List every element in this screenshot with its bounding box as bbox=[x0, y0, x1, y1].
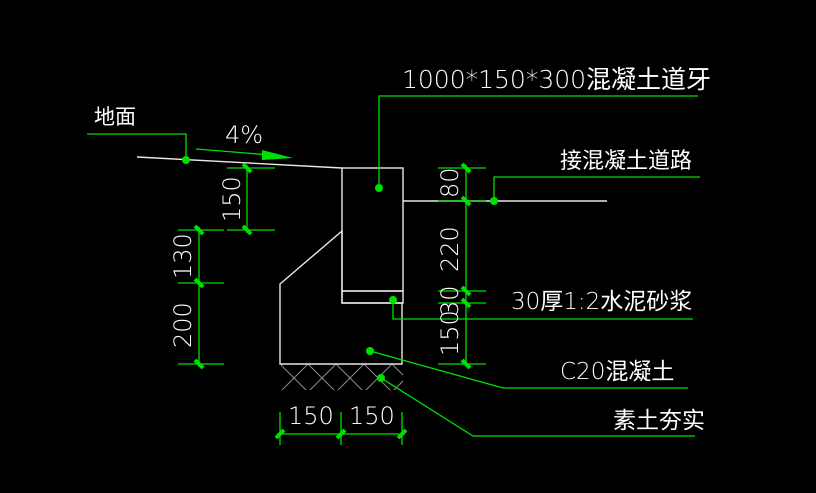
dimension-left-top bbox=[227, 162, 275, 236]
concrete-leader-dot bbox=[366, 347, 374, 355]
dimension-left-bottom-label: 200 bbox=[169, 302, 197, 348]
dimension-bottom-left-label: 150 bbox=[288, 402, 334, 430]
dimension-bottom bbox=[274, 412, 408, 445]
road-leader bbox=[493, 176, 700, 201]
curb-leader bbox=[378, 95, 698, 188]
soil-leader-dot bbox=[377, 374, 385, 382]
ground-label: 地面 bbox=[94, 105, 136, 129]
concrete-curb bbox=[341, 167, 404, 292]
ground-leader bbox=[87, 133, 187, 160]
dimension-right-top-label: 80 bbox=[436, 167, 464, 198]
road-label: 接混凝土道路 bbox=[560, 149, 692, 174]
dimension-bottom-right-label: 150 bbox=[349, 402, 395, 430]
soil-label: 素土夯实 bbox=[613, 408, 705, 434]
dimension-left-top-label: 150 bbox=[218, 176, 246, 222]
dimension-right-stack bbox=[438, 162, 486, 370]
dimension-right-mortar-label: 30 bbox=[436, 285, 464, 316]
dimension-right-mid-label: 220 bbox=[436, 226, 464, 272]
slope-label: 4% bbox=[225, 121, 263, 149]
mortar-label: 30厚1:2水泥砂浆 bbox=[511, 289, 692, 315]
soil-leader bbox=[380, 377, 695, 437]
concrete-leader bbox=[369, 350, 688, 389]
concrete-label: C20混凝土 bbox=[560, 359, 674, 385]
mortar-leader-dot bbox=[389, 296, 397, 304]
ground-leader-dot bbox=[182, 156, 190, 164]
dimension-left-mid-label: 130 bbox=[169, 233, 197, 279]
curb-leader-dot bbox=[375, 184, 383, 192]
mortar-leader bbox=[392, 300, 693, 320]
ground-line bbox=[136, 156, 343, 169]
dimension-left-stack bbox=[178, 224, 224, 370]
dimension-right-bottom-label: 150 bbox=[436, 310, 464, 356]
slope-arrow-head bbox=[262, 150, 293, 160]
curb-label: 1000*150*300混凝土道牙 bbox=[402, 65, 711, 94]
c20-concrete-base bbox=[279, 229, 403, 365]
slope-arrow-line bbox=[195, 148, 271, 156]
road-leader-dot bbox=[490, 197, 498, 205]
